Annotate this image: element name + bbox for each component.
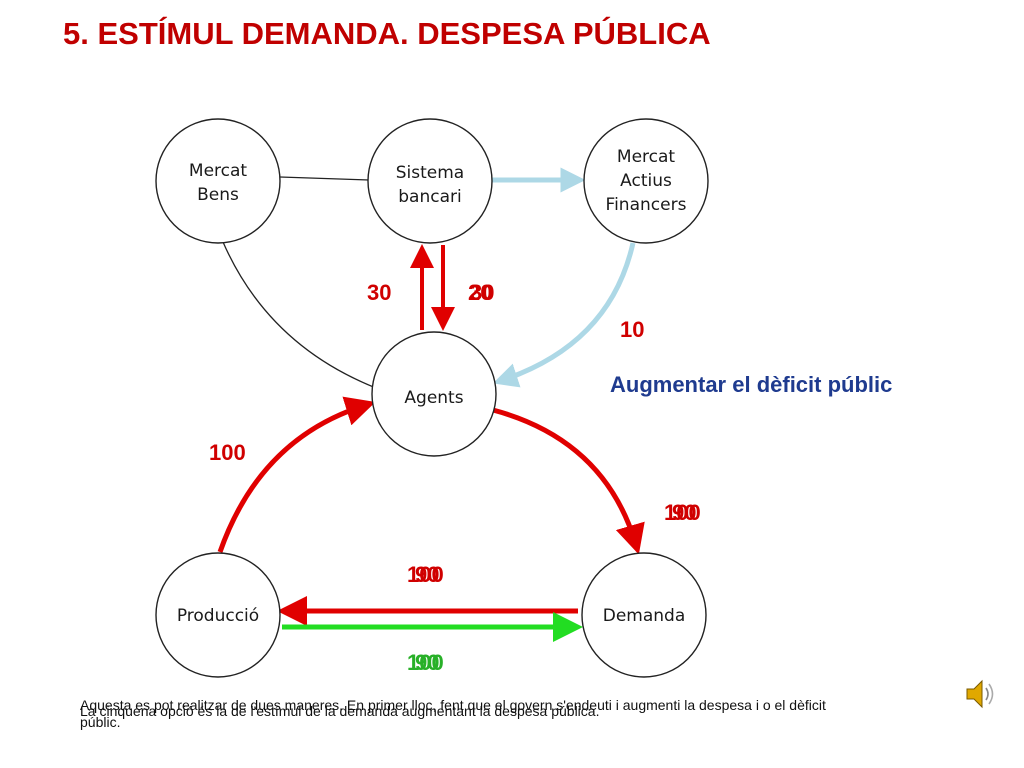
svg-text:Sistema: Sistema [396, 163, 464, 183]
value-assets-to-agents: 10 [620, 317, 644, 342]
value-agents-to-demand-a: 100 [664, 500, 701, 525]
node-produccio: Producció [155, 552, 281, 678]
svg-text:Financers: Financers [606, 195, 687, 215]
svg-text:Agents: Agents [404, 388, 463, 408]
value-demand-to-production-a: 100 [407, 562, 444, 587]
svg-text:bancari: bancari [398, 187, 461, 207]
node-sistema-bancari: Sistema bancari [367, 118, 493, 244]
value-bank-to-agents-b: 30 [470, 280, 494, 305]
svg-text:Bens: Bens [197, 185, 239, 205]
connector-bens-bank [279, 176, 370, 181]
svg-text:Demanda: Demanda [603, 606, 686, 626]
value-production-to-agents: 100 [209, 440, 246, 465]
overlay-paragraph: La cinquena opció és la de l'estímul de … [80, 703, 600, 719]
flow-assets-to-agents [492, 242, 636, 388]
svg-text:Mercat: Mercat [617, 147, 676, 167]
svg-text:Actius: Actius [620, 171, 672, 191]
value-production-to-demand-b: 90 [415, 650, 439, 675]
node-mercat-bens: Mercat Bens [155, 118, 281, 244]
value-demand-to-production-b: 90 [415, 562, 439, 587]
page-title: 5. ESTÍMUL DEMANDA. DESPESA PÚBLICA [63, 16, 711, 51]
subtitle: Augmentar el dèficit públic [610, 372, 893, 397]
flow-agents-to-demand [492, 407, 645, 555]
value-agents-to-bank: 30 [367, 280, 391, 305]
svg-text:Mercat: Mercat [189, 161, 248, 181]
speaker-icon[interactable] [963, 676, 999, 717]
value-agents-to-demand-b: 90 [672, 500, 696, 525]
value-bank-to-agents-a: 20 [468, 280, 492, 305]
flow-production-to-agents [217, 396, 376, 553]
node-agents: Agents [371, 331, 497, 457]
svg-text:Producció: Producció [177, 606, 259, 626]
connector-bens-agents [222, 241, 377, 389]
node-demanda: Demanda [581, 552, 707, 678]
explanation-paragraph: Aquesta es pot realitzar de dues maneres… [80, 697, 826, 730]
node-mercat-actius-financers: Mercat Actius Financers [583, 118, 709, 244]
value-production-to-demand-a: 100 [407, 650, 444, 675]
